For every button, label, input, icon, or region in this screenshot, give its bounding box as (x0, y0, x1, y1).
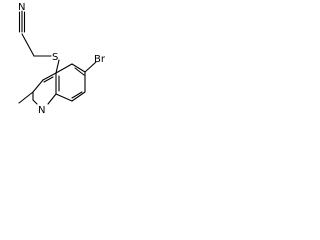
bond-cn-ch2 (21, 33, 35, 57)
bond-br (84, 61, 97, 73)
nitrile-triple-bond (18, 10, 26, 33)
bromine-label: Br (94, 54, 106, 65)
sulfur-label: S (52, 52, 58, 63)
bond-methyl (18, 91, 34, 104)
bond-s-ring (55, 59, 60, 74)
pyridine-ring (32, 72, 57, 105)
benzene-ring (55, 63, 86, 102)
ring-n-label: N (38, 105, 45, 116)
molecule-structure: N S Br N (18, 2, 106, 116)
nitrile-n-label: N (18, 2, 25, 13)
